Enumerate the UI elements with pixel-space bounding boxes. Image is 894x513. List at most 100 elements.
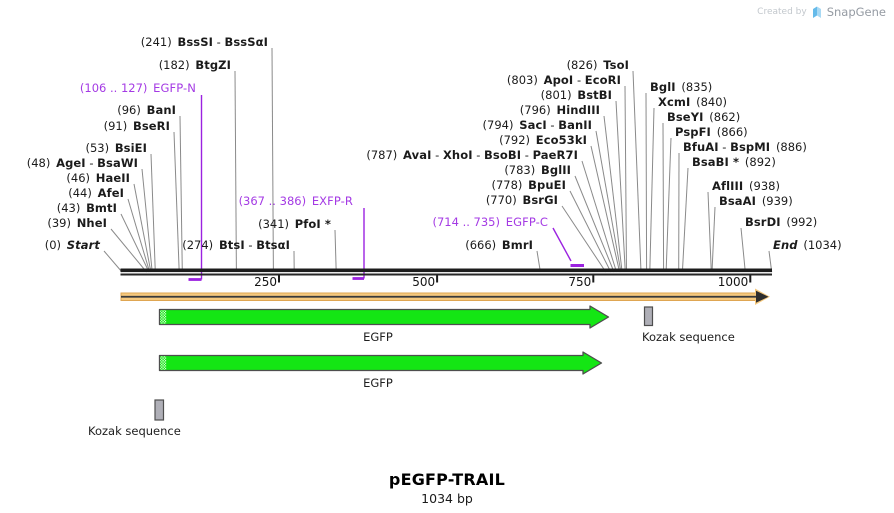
site-label-bfuai-bspmi[interactable]: BfuAI - BspMI (886) [683, 140, 807, 154]
feature-label-kozak-sequence-2: Kozak sequence [88, 424, 181, 438]
site-connector-bsabi [681, 167, 689, 273]
site-label-nhei[interactable]: (39) NheI [47, 216, 107, 230]
site-label-agei-bsawi[interactable]: (48) AgeI - BsaWI [27, 156, 138, 170]
title-block: pEGFP-TRAIL 1034 bp [0, 470, 894, 506]
site-label-bsrgi[interactable]: (770) BsrGI [486, 193, 558, 207]
site-connector-agei-bsawi [141, 168, 153, 273]
plasmid-title: pEGFP-TRAIL [388, 470, 506, 489]
site-label-pspfi[interactable]: PspFI (866) [675, 125, 748, 139]
snapgene-logo-icon [812, 6, 821, 18]
site-position: (794) [482, 118, 514, 132]
ruler-label-1000: 1000 [717, 275, 749, 289]
site-name: EXFP-R [311, 194, 353, 208]
site-position: (714 .. 735) [432, 215, 500, 229]
site-label-bsabi[interactable]: BsaBI * (892) [692, 155, 776, 169]
site-name: BglI [650, 80, 676, 94]
site-connector-bseyi [662, 122, 665, 273]
site-name: BseYI [667, 110, 704, 124]
site-connector-pspfi [665, 137, 672, 273]
feature-box-kozak-sequence-1[interactable] [643, 306, 654, 327]
site-label-bpuei[interactable]: (778) BpuEI [491, 178, 566, 192]
site-label-btsi-bts-i[interactable]: (274) BtsI - BtsαI [182, 238, 290, 252]
site-position: (778) [491, 178, 523, 192]
site-label-avai-xhoi-bsobi-paer7i[interactable]: (787) AvaI - XhoI - BsoBI - PaeR7I [366, 148, 578, 162]
site-name: BfuAI - BspMI [683, 140, 771, 154]
feature-arrow-egfp-1[interactable] [158, 305, 610, 329]
site-label-haeii[interactable]: (46) HaeII [66, 171, 130, 185]
site-position: (938) [749, 179, 780, 193]
ruler-label-250: 250 [254, 275, 277, 289]
site-label-exfp-r[interactable]: (367 .. 386) EXFP-R [239, 194, 353, 208]
site-connector-bani [179, 115, 183, 273]
site-label-bstbi[interactable]: (801) BstBI [541, 88, 612, 102]
ruler-label-750: 750 [568, 275, 592, 289]
feature-arrow-egfp-2[interactable] [158, 351, 603, 375]
site-label-egfp-n[interactable]: (106 .. 127) EGFP-N [80, 81, 196, 95]
site-label-apoi-ecori[interactable]: (803) ApoI - EcoRI [507, 73, 621, 87]
site-position: (892) [744, 155, 776, 169]
site-position: (992) [786, 215, 818, 229]
site-label-bgli[interactable]: BglI (835) [650, 80, 712, 94]
site-position: (939) [761, 194, 793, 208]
site-connector-bsssi-bsss-i [271, 47, 274, 273]
site-name: BanI [146, 103, 176, 117]
site-name: XcmI [658, 95, 691, 109]
site-label-pfoi[interactable]: (341) PfoI * [258, 217, 331, 231]
site-connector-nhei [110, 228, 147, 273]
site-name: AgeI - BsaWI [56, 156, 138, 170]
site-label-afliii[interactable]: AflIII (938) [712, 179, 780, 193]
site-position: (770) [485, 193, 517, 207]
site-position: (39) [47, 216, 71, 230]
site-label-bmti[interactable]: (43) BmtI [57, 201, 117, 215]
site-label-btgzi[interactable]: (182) BtgZI [159, 58, 231, 72]
site-position: (96) [117, 103, 141, 117]
site-label-bseri[interactable]: (91) BseRI [104, 119, 170, 133]
site-connector-bpuei [569, 190, 612, 273]
site-position: (182) [158, 58, 190, 72]
site-name: Start [66, 238, 100, 252]
feature-box-kozak-sequence-2[interactable] [154, 399, 165, 421]
site-label-eco53ki[interactable]: (792) Eco53kI [499, 133, 587, 147]
feature-label-kozak-sequence-1: Kozak sequence [642, 330, 735, 344]
site-position: (46) [66, 171, 90, 185]
site-label-bseyi[interactable]: BseYI (862) [667, 110, 740, 124]
site-position: (801) [540, 88, 572, 102]
primer-line-egfp-c [552, 227, 572, 262]
site-label-bsrdi[interactable]: BsrDI (992) [745, 215, 817, 229]
site-label-bsaai[interactable]: BsaAI (939) [719, 194, 793, 208]
site-name: ApoI - EcoRI [543, 73, 621, 87]
site-position: (787) [366, 148, 398, 162]
sequence-backbone[interactable] [120, 268, 773, 273]
feature-label-egfp-1: EGFP [363, 330, 393, 344]
site-label-saci-banii[interactable]: (794) SacI - BanII [483, 118, 592, 132]
site-position: (803) [506, 73, 538, 87]
site-label-xcmi[interactable]: XcmI (840) [658, 95, 727, 109]
site-name: PspFI [675, 125, 711, 139]
plasmid-length: 1034 bp [421, 491, 473, 506]
feature-arrow-hatch-2 [160, 356, 167, 370]
site-label-bsiei[interactable]: (53) BsiEI [85, 141, 147, 155]
site-label-hindiii[interactable]: (796) HindIII [520, 103, 600, 117]
site-label-bmri[interactable]: (666) BmrI [465, 238, 533, 252]
site-label-bsssi-bsss-i[interactable]: (241) BssSI - BssSαI [141, 35, 268, 49]
ruler-label-500: 500 [412, 275, 436, 289]
site-label-end[interactable]: End (1034) [773, 238, 842, 252]
site-label-afei[interactable]: (44) AfeI [68, 186, 124, 200]
site-name: BsaAI [719, 194, 757, 208]
site-name: BmtI [86, 201, 117, 215]
site-label-start[interactable]: (0) Start [45, 238, 100, 252]
site-position: (840) [696, 95, 728, 109]
site-label-tsoi[interactable]: (826) TsoI [567, 58, 629, 72]
site-position: (792) [499, 133, 531, 147]
sequence-backbone-lower [120, 273, 772, 276]
site-position: (91) [103, 119, 128, 133]
site-name: SacI - BanII [519, 118, 592, 132]
site-name: BsrDI [745, 215, 781, 229]
site-position: (241) [140, 35, 172, 49]
site-label-bani[interactable]: (96) BanI [117, 103, 176, 117]
site-connector-afei [127, 198, 151, 273]
site-connector-xcmi [649, 107, 655, 273]
site-label-bglii[interactable]: (783) BglII [504, 163, 571, 177]
site-label-egfp-c[interactable]: (714 .. 735) EGFP-C [432, 215, 548, 229]
